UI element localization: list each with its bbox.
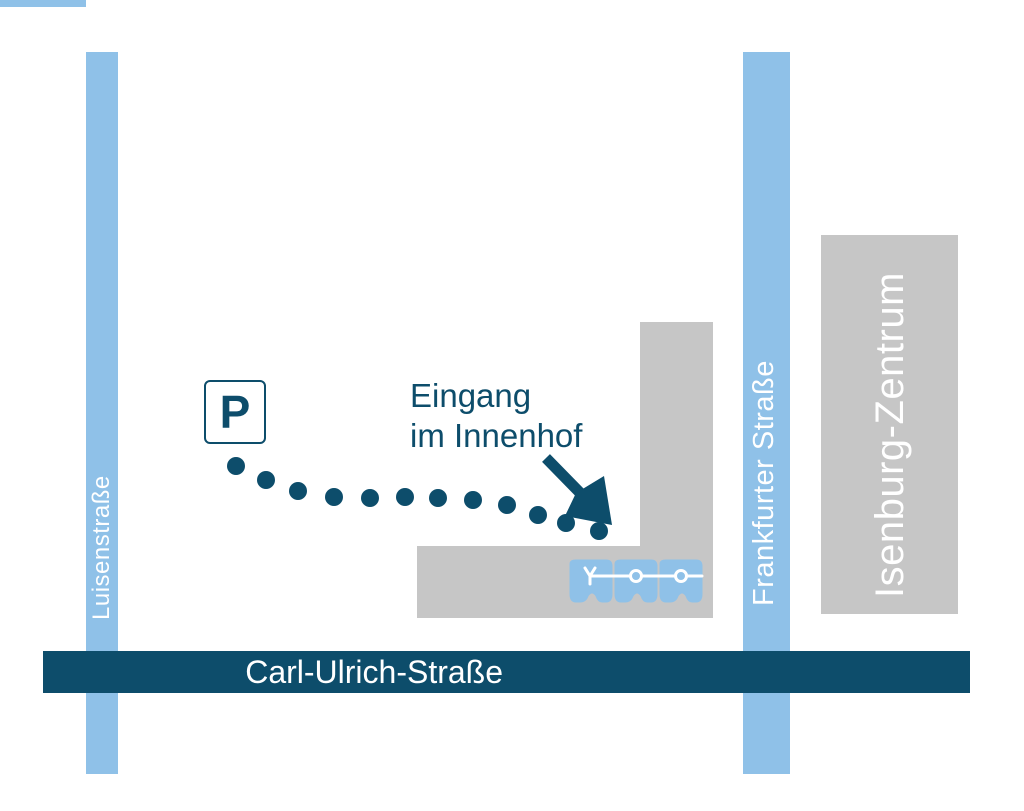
- path-dot: [325, 488, 343, 506]
- entrance-label-line2: im Innenhof: [410, 417, 583, 454]
- path-dot: [361, 489, 379, 507]
- entrance-label: Eingang im Innenhof: [410, 376, 582, 456]
- walking-path-dots: [227, 457, 608, 540]
- luisenstrasse-label: Luisenstraße: [88, 475, 115, 620]
- parking-access-road: [0, 0, 86, 7]
- path-dot: [396, 488, 414, 506]
- path-dot: [529, 506, 547, 524]
- practice-logo-icon: [569, 559, 704, 603]
- carl-ulrich-strasse-street: [43, 651, 970, 693]
- isenburg-zentrum-label: Isenburg-Zentrum: [868, 272, 912, 598]
- path-dot: [289, 482, 307, 500]
- entrance-label-line1: Eingang: [410, 377, 532, 414]
- parking-sign-icon: P: [204, 380, 266, 444]
- frankfurter-strasse-label: Frankfurter Straße: [748, 360, 780, 606]
- path-dot: [429, 489, 447, 507]
- path-dot: [227, 457, 245, 475]
- isenburg-zentrum-building: [821, 235, 958, 614]
- path-dot: [590, 522, 608, 540]
- path-dot: [464, 491, 482, 509]
- path-dot: [498, 496, 516, 514]
- carl-ulrich-strasse-label: Carl-Ulrich-Straße: [245, 654, 503, 690]
- path-dot: [257, 471, 275, 489]
- path-dot: [557, 514, 575, 532]
- arrow-icon: [542, 454, 612, 525]
